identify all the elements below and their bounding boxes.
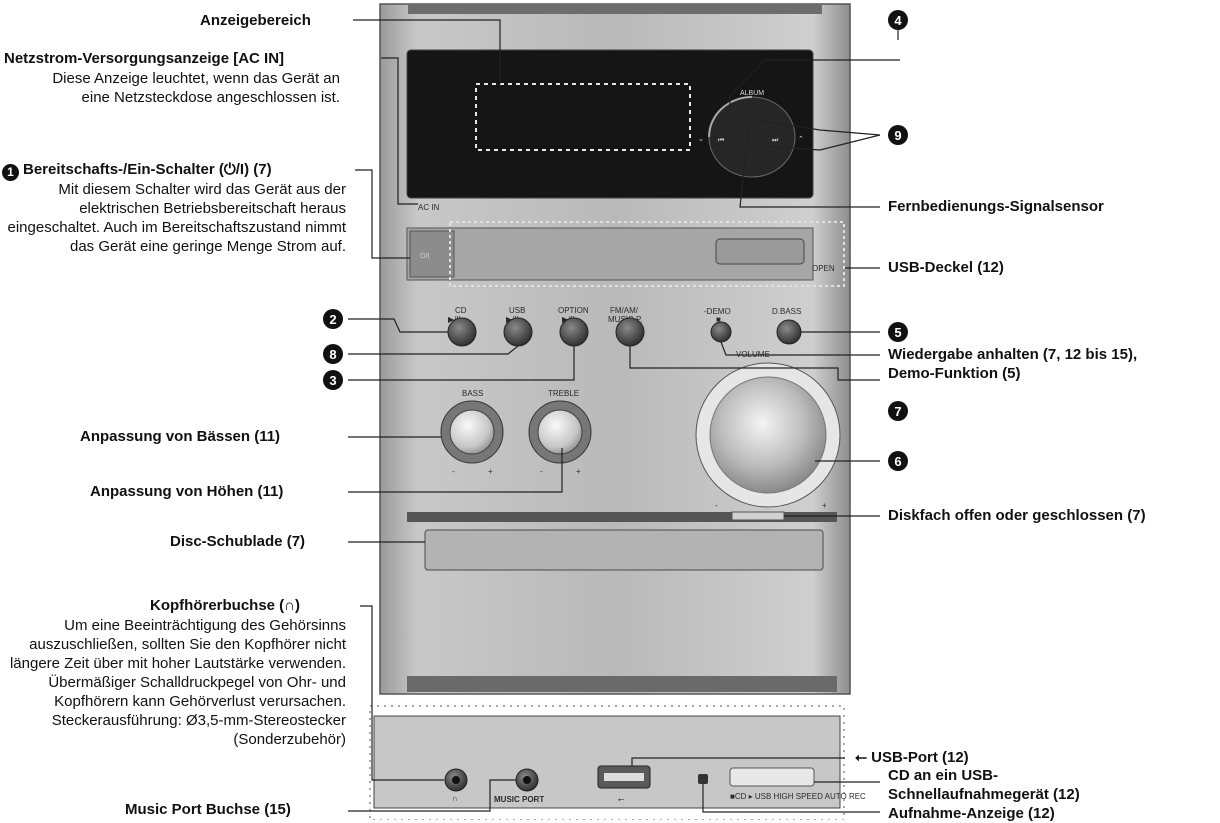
bass-knob-label: BASS — [462, 389, 483, 398]
usb-play-button[interactable] — [503, 317, 533, 347]
stop-demo-button[interactable] — [710, 321, 732, 343]
album-down-icon: ⌄ — [698, 136, 704, 143]
album-up-icon: ⌃ — [798, 135, 804, 143]
cd-play-label: ▶/II — [448, 315, 461, 324]
badge-8: 8 — [323, 344, 343, 364]
headphone-title: Kopfhörerbuchse (∩) — [150, 597, 300, 614]
usb-label: USB — [509, 306, 525, 315]
fm-am-label: FM/AM/ — [610, 306, 639, 315]
badge-7: 7 — [888, 401, 908, 421]
cd-usb-rec-button[interactable] — [729, 767, 815, 787]
stop-demo-label-2: Demo-Funktion (5) — [888, 365, 1021, 382]
display-area-label: Anzeigebereich — [200, 12, 311, 29]
usb-cover-strip: ⏻/I OPEN — [406, 221, 845, 287]
badge-4: 4 — [888, 10, 908, 30]
demo-label: -DEMO — [704, 307, 731, 316]
badge-9: 9 — [888, 125, 908, 145]
treble-plus: + — [576, 467, 581, 476]
badge-1: 1 — [2, 164, 19, 181]
volume-knob[interactable] — [695, 362, 841, 508]
usb-port-label-wrap: ⭠ USB-Port (12) — [855, 748, 969, 767]
option-play-button[interactable] — [559, 317, 589, 347]
remote-sensor-label: Fernbedienungs-Signalsensor — [888, 198, 1104, 215]
usb-cover-label: USB-Deckel (12) — [888, 259, 1004, 276]
treble-label: Anpassung von Höhen (11) — [90, 483, 284, 500]
disc-open-label: Diskfach offen oder geschlossen (7) — [888, 507, 1146, 524]
cd-label: CD — [455, 306, 467, 315]
dbass-button[interactable] — [776, 319, 802, 345]
treble-knob-label: TREBLE — [548, 389, 579, 398]
volume-minus: - — [715, 501, 718, 510]
cd-play-button[interactable] — [447, 317, 477, 347]
ac-in-title: Netzstrom-Versorgungsanzeige [AC IN] — [4, 50, 285, 67]
open-label: OPEN — [812, 264, 835, 273]
bass-plus: + — [488, 467, 493, 476]
music-port-panel-label: MUSIC PORT — [494, 795, 544, 804]
display-panel: ALBUM ⏮ ⏭ ⌄ ⌃ — [406, 49, 814, 199]
bass-minus: - — [452, 467, 455, 476]
eject-button[interactable] — [731, 511, 785, 521]
music-port-label: Music Port Buchse (15) — [125, 801, 291, 818]
standby-switch-label: ⏻/I — [420, 252, 429, 260]
option-label: OPTION — [558, 306, 589, 315]
disc-tray-label: Disc-Schublade (7) — [170, 533, 306, 550]
ac-in-label: AC IN — [418, 203, 440, 212]
treble-knob[interactable] — [537, 409, 583, 455]
standby-switch[interactable] — [409, 230, 455, 278]
headphone-description: Um eine Beeinträchtigung des Gehörsinns … — [9, 617, 346, 748]
album-label: ALBUM — [740, 90, 764, 97]
port-panel: ∩ MUSIC PORT ⭠ ■CD ▸ USB HIGH SPEED AUTO… — [358, 696, 868, 820]
badge-2: 2 — [323, 309, 343, 329]
cd-usb-label-1: CD an ein USB- — [888, 767, 999, 784]
fm-am-button[interactable] — [615, 317, 645, 347]
usb-port-label: USB-Port (12) — [871, 749, 969, 766]
skip-back-icon: ⏮ — [718, 137, 724, 144]
leader-lines — [348, 19, 900, 813]
treble-minus: - — [540, 467, 543, 476]
skip-forward-icon: ⏭ — [772, 137, 779, 144]
badge-6: 6 — [888, 451, 908, 471]
dbass-label: D.BASS — [772, 307, 801, 316]
badge-3: 3 — [323, 370, 343, 390]
headphone-symbol: ∩ — [452, 794, 458, 803]
disc-tray[interactable] — [407, 511, 837, 692]
rec-indicator-led — [698, 774, 708, 784]
ac-in-description: Diese Anzeige leuchtet, wenn das Gerät a… — [52, 70, 340, 106]
standby-description: Mit diesem Schalter wird das Gerät aus d… — [7, 181, 347, 255]
usb-symbol: ⭠ — [618, 795, 625, 804]
cd-usb-label-2: Schnellaufnahmegerät (12) — [888, 786, 1080, 803]
stop-demo-label-1: Wiedergabe anhalten (7, 12 bis 15), — [888, 346, 1138, 363]
volume-plus: + — [822, 501, 827, 510]
stop-label: ■ — [716, 315, 721, 324]
rec-indicator-label: Aufnahme-Anzeige (12) — [888, 805, 1055, 822]
standby-title: Bereitschafts-/Ein-Schalter (⏻/I) (7) — [23, 161, 272, 178]
usb-port-icon: ⭠ — [855, 749, 872, 766]
rec-panel-label: ■CD ▸ USB HIGH SPEED AUTO REC — [730, 792, 866, 801]
bass-label: Anpassung von Bässen (11) — [80, 428, 281, 445]
badge-5: 5 — [888, 322, 908, 342]
bass-knob[interactable] — [449, 409, 495, 455]
